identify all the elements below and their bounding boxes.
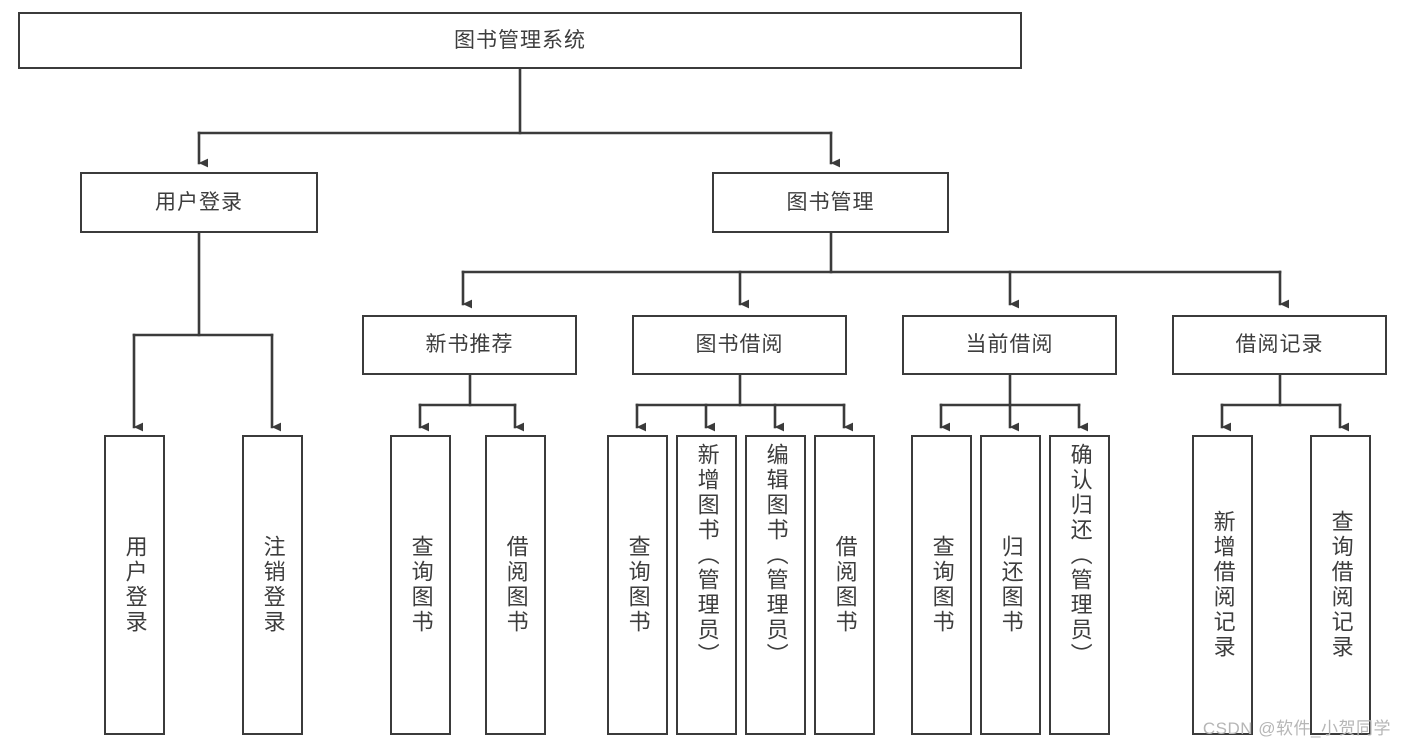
leaf-borrow-add-book-admin[interactable]: 新增图书（管理员） xyxy=(676,435,737,735)
leaf-borrow-edit-book-admin[interactable]: 编辑图书（管理员） xyxy=(745,435,806,735)
node-book-management[interactable]: 图书管理 xyxy=(712,172,949,233)
node-label: 查询图书 xyxy=(408,535,434,635)
node-label: 确认归还（管理员） xyxy=(1067,443,1093,668)
node-label: 新书推荐 xyxy=(425,333,514,357)
node-label: 查询图书 xyxy=(929,535,955,635)
node-new-book-recommend[interactable]: 新书推荐 xyxy=(362,315,577,375)
node-label: 归还图书 xyxy=(998,535,1024,635)
leaf-current-confirm-return-admin[interactable]: 确认归还（管理员） xyxy=(1049,435,1110,735)
node-current-borrow[interactable]: 当前借阅 xyxy=(902,315,1117,375)
node-label: 查询借阅记录 xyxy=(1328,510,1354,660)
leaf-newbook-borrow-book[interactable]: 借阅图书 xyxy=(485,435,546,735)
node-borrow-record[interactable]: 借阅记录 xyxy=(1172,315,1387,375)
leaf-current-query-book[interactable]: 查询图书 xyxy=(911,435,972,735)
node-label: 图书管理 xyxy=(786,190,875,214)
leaf-newbook-query-book[interactable]: 查询图书 xyxy=(390,435,451,735)
leaf-user-login[interactable]: 用户登录 xyxy=(104,435,165,735)
node-label: 用户登录 xyxy=(122,535,148,635)
leaf-borrow-borrow-book[interactable]: 借阅图书 xyxy=(814,435,875,735)
node-label: 编辑图书（管理员） xyxy=(763,443,789,668)
leaf-current-return-book[interactable]: 归还图书 xyxy=(980,435,1041,735)
node-label: 借阅图书 xyxy=(832,535,858,635)
node-root-system[interactable]: 图书管理系统 xyxy=(18,12,1022,69)
leaf-user-logout[interactable]: 注销登录 xyxy=(242,435,303,735)
node-label: 用户登录 xyxy=(155,190,243,214)
node-label: 注销登录 xyxy=(260,535,286,635)
leaf-borrow-query-book[interactable]: 查询图书 xyxy=(607,435,668,735)
leaf-record-add-record[interactable]: 新增借阅记录 xyxy=(1192,435,1253,735)
node-label: 查询图书 xyxy=(625,535,651,635)
node-label: 新增借阅记录 xyxy=(1210,510,1236,660)
node-label: 图书管理系统 xyxy=(454,28,586,52)
node-label: 图书借阅 xyxy=(695,333,784,357)
leaf-record-query-record[interactable]: 查询借阅记录 xyxy=(1310,435,1371,735)
node-label: 借阅图书 xyxy=(503,535,529,635)
node-label: 新增图书（管理员） xyxy=(694,443,720,668)
node-book-borrow[interactable]: 图书借阅 xyxy=(632,315,847,375)
node-user-login[interactable]: 用户登录 xyxy=(80,172,318,233)
node-label: 当前借阅 xyxy=(965,333,1054,357)
node-label: 借阅记录 xyxy=(1235,333,1324,357)
watermark-text: CSDN @软件_小贺同学 xyxy=(1202,719,1391,738)
